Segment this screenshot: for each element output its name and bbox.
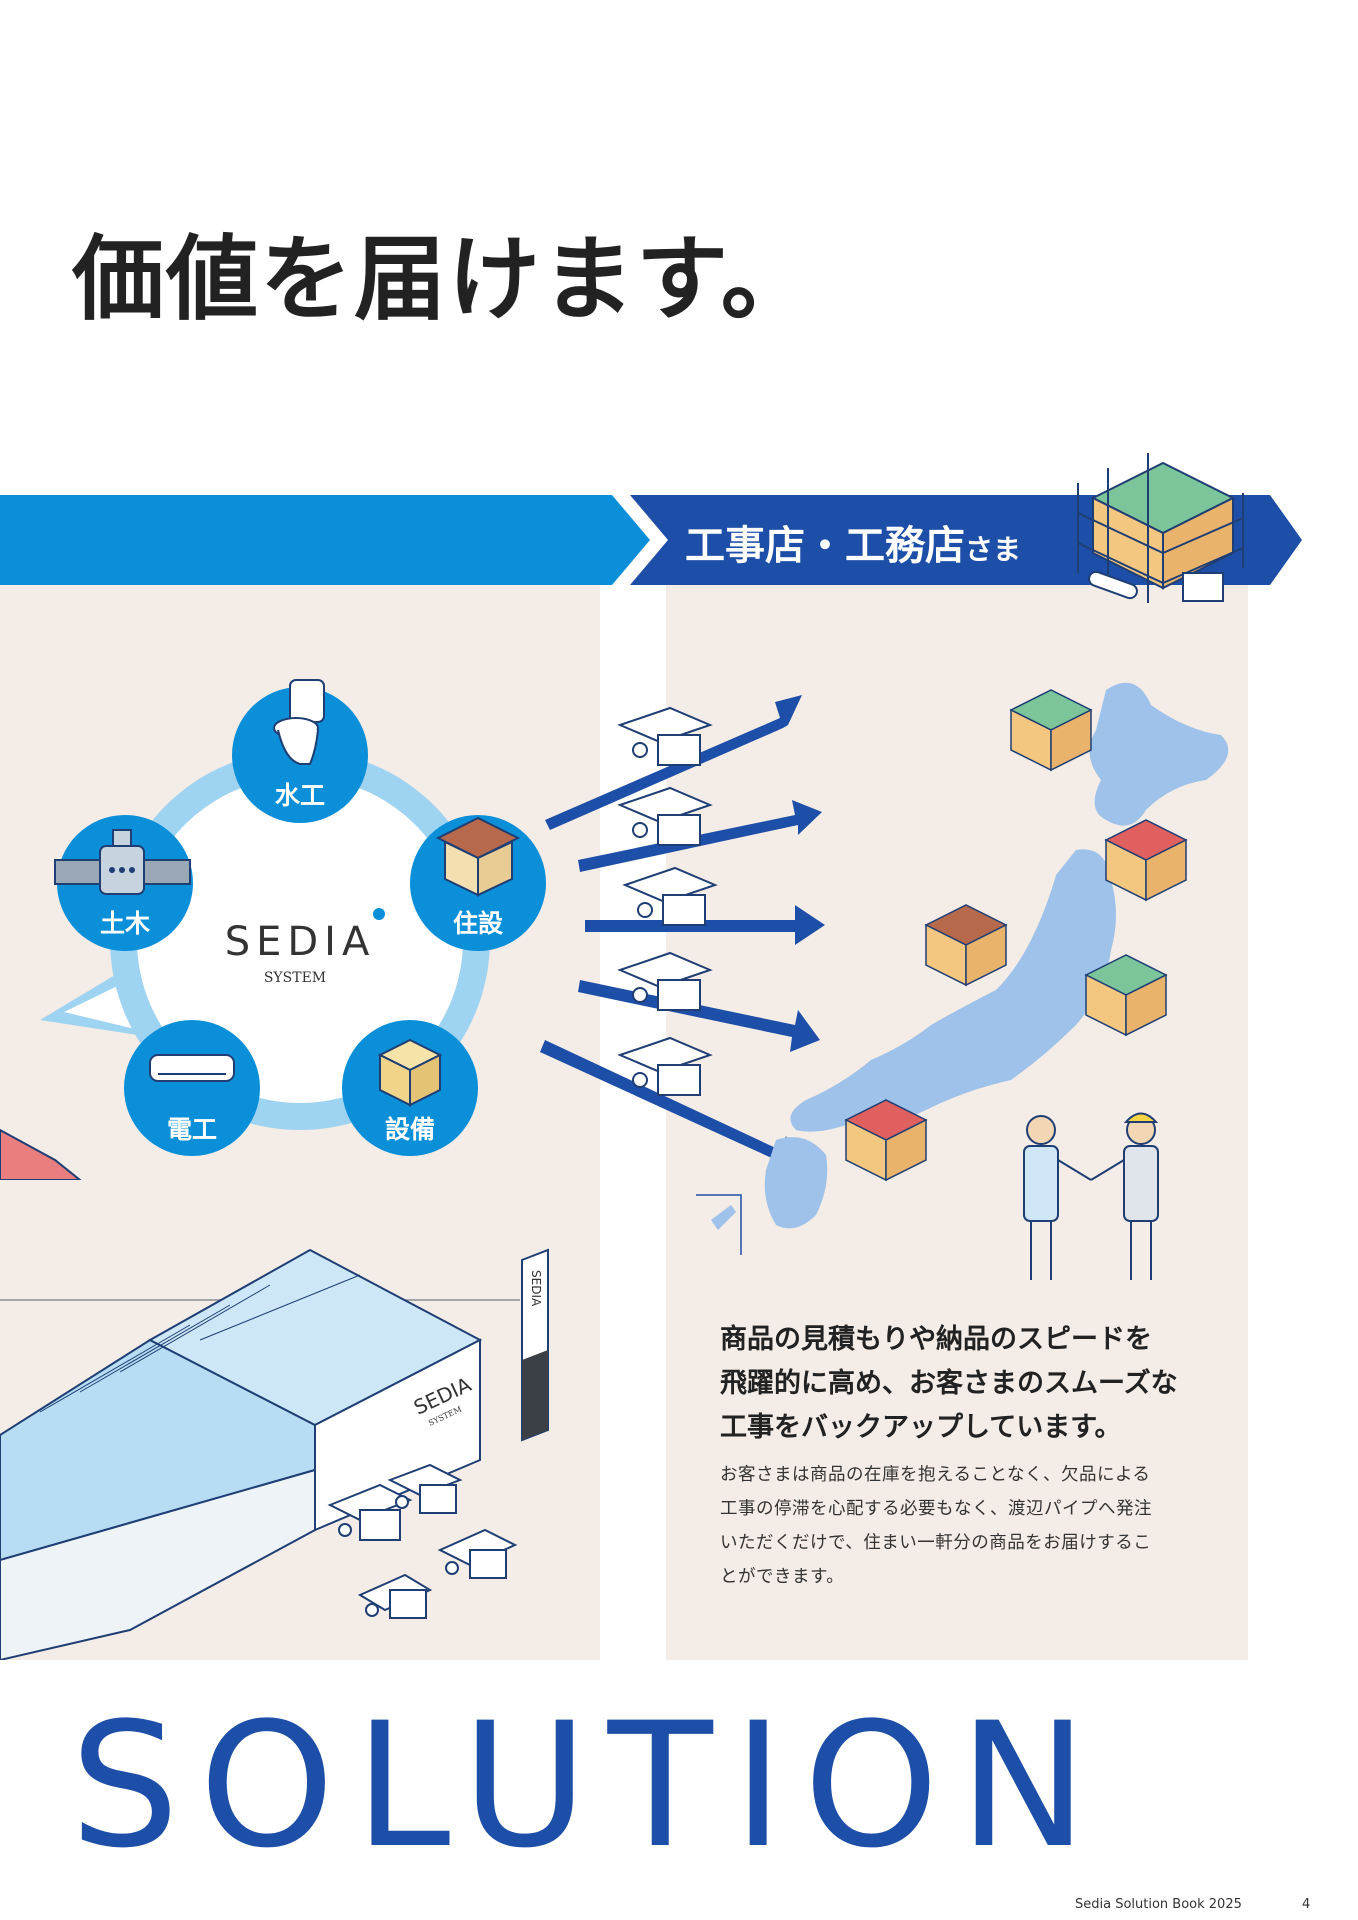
delivery-arrows	[540, 695, 825, 1172]
warehouse-illustration: SEDIA SEDIA SYSTEM	[0, 1248, 549, 1660]
warehouse-front	[0, 1468, 316, 1660]
sedia-sign-tower: SEDIA	[521, 1248, 549, 1442]
lead-line: 商品の見積もりや納品のスピードを	[720, 1324, 1152, 1355]
category-electrical: 電工	[124, 1020, 260, 1156]
construction-house-icon	[1084, 954, 1168, 1037]
light-arrow-bar	[0, 495, 650, 585]
body-line: いただくだけで、住まい一軒分の商品をお届けするこ	[720, 1533, 1152, 1553]
delivery-arrow	[545, 695, 802, 830]
construction-house-icon	[1077, 453, 1244, 603]
truck-icon	[622, 866, 718, 926]
category-water-works: 水工	[232, 679, 368, 823]
truck-icon	[357, 1573, 433, 1619]
lead-line: 工事をバックアップしています。	[720, 1412, 1122, 1443]
lead-text: 商品の見積もりや納品のスピードを 飛躍的に高め、お客さまのスムーズな 工事をバッ…	[720, 1318, 1240, 1450]
footer-book-title: Sedia Solution Book 2025	[1075, 1897, 1242, 1912]
truck-icon	[327, 1483, 413, 1541]
body-line: お客さまは商品の在庫を抱えることなく、欠品による	[720, 1465, 1151, 1485]
customer-label-main: 工事店・工務店	[685, 523, 965, 569]
hokkaido	[1089, 682, 1229, 826]
body-line: 工事の停滞を心配する必要もなく、渡辺パイプへ発注	[720, 1499, 1152, 1519]
customer-label: 工事店・工務店さま	[685, 513, 1021, 571]
truck-icon	[617, 951, 713, 1011]
customer-label-suffix: さま	[965, 533, 1022, 566]
air-conditioner-icon	[149, 1054, 235, 1082]
category-housing-equipment: 住設	[410, 815, 546, 951]
pipe-valve-icon	[54, 829, 191, 895]
truck-icon	[617, 786, 713, 846]
okinawa-inset-frame	[696, 1194, 742, 1255]
brand-dot	[373, 908, 385, 920]
roof-fragment	[0, 1128, 82, 1180]
toilet-icon	[273, 679, 325, 765]
lead-line: 飛躍的に高め、お客さまのスムーズな	[720, 1368, 1178, 1399]
honshu	[790, 849, 1116, 1132]
delivery-arrow	[540, 1040, 805, 1172]
kyushu	[764, 1137, 828, 1229]
sedia-hub-diagram: SEDIA SYSTEM 水工 住設 設備	[0, 679, 546, 1180]
construction-house-icon	[924, 904, 1008, 987]
category-label: 電工	[167, 1115, 217, 1144]
page-headline: 価値を届けます。	[72, 226, 815, 333]
water-tank-icon	[377, 1038, 443, 1107]
category-label: 住設	[453, 909, 504, 938]
japan-map	[696, 682, 1229, 1280]
hub-brand: SEDIA	[225, 919, 376, 965]
truck-icon	[437, 1528, 518, 1579]
construction-house-icon	[1009, 689, 1093, 772]
category-label: 設備	[385, 1115, 435, 1144]
house-icon	[435, 816, 521, 897]
okinawa	[711, 1205, 736, 1230]
category-label: 土木	[100, 909, 150, 938]
truck-icon	[617, 706, 713, 766]
truck-icon	[387, 1463, 463, 1514]
construction-house-icon	[844, 1099, 928, 1182]
page-number: 4	[1302, 1897, 1311, 1912]
category-label: 水工	[275, 781, 325, 810]
hub-sub: SYSTEM	[264, 970, 326, 986]
truck-icon	[617, 1036, 713, 1096]
handshake-illustration	[1023, 1112, 1159, 1280]
section-word: SOLUTION	[70, 1685, 1108, 1886]
category-facilities: 設備	[342, 1020, 478, 1156]
category-civil-engineering: 土木	[54, 815, 193, 951]
sign-tower-brand: SEDIA	[529, 1270, 543, 1307]
construction-house-icon	[1104, 819, 1188, 902]
body-text: お客さまは商品の在庫を抱えることなく、欠品による 工事の停滞を心配する必要もなく…	[720, 1458, 1205, 1594]
body-line: とができます。	[720, 1567, 845, 1587]
